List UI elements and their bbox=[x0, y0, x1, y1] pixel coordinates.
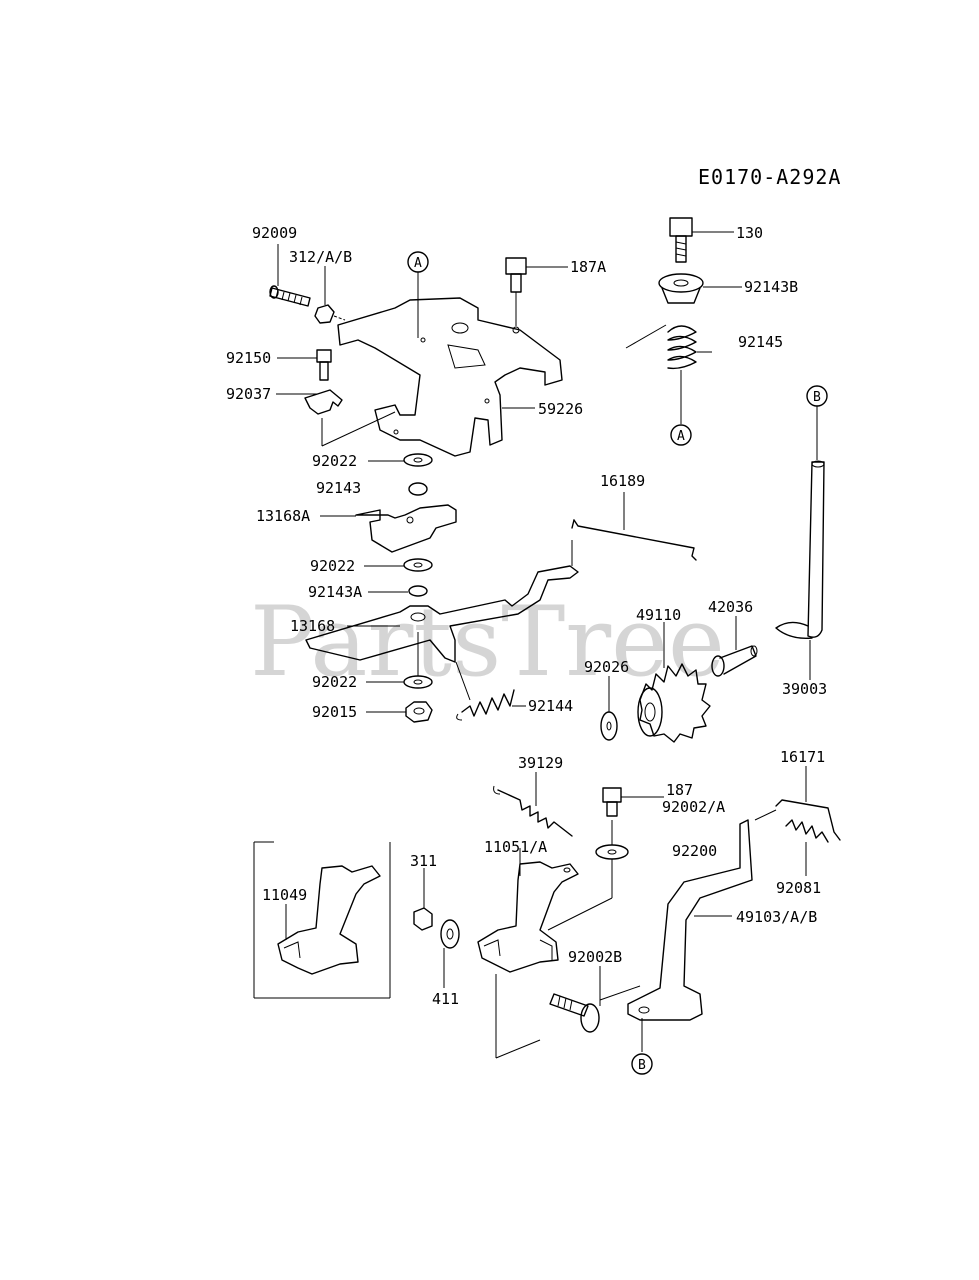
lever-13168 bbox=[305, 540, 579, 663]
bracket-13168a bbox=[355, 504, 457, 553]
label-92015: 92015 bbox=[312, 703, 357, 721]
label-92022-c: 92022 bbox=[312, 673, 357, 691]
label-187: 187 bbox=[666, 781, 693, 799]
pin-42036 bbox=[711, 645, 758, 677]
washer-92022-a bbox=[403, 453, 433, 467]
bushing-92143b bbox=[658, 273, 704, 304]
label-92022-b: 92022 bbox=[310, 557, 355, 575]
nut-312 bbox=[314, 304, 335, 324]
label-187a: 187A bbox=[570, 258, 606, 276]
label-11051: 11051/A bbox=[484, 838, 547, 856]
watermark-text: PartsTree bbox=[250, 586, 725, 698]
nut-311 bbox=[413, 907, 433, 931]
label-11049: 11049 bbox=[262, 886, 307, 904]
label-42036: 42036 bbox=[708, 598, 753, 616]
pin-92002b bbox=[549, 993, 600, 1033]
bracket-plate-59226 bbox=[337, 297, 563, 457]
inset-box-11049 bbox=[253, 841, 391, 999]
ref-marker-b-bottom: B bbox=[631, 1053, 653, 1075]
label-92144: 92144 bbox=[528, 697, 573, 715]
bolt-187a bbox=[505, 257, 527, 293]
lever-11051 bbox=[477, 861, 579, 973]
spring-92081 bbox=[785, 819, 829, 843]
rod-16171 bbox=[775, 799, 841, 841]
label-92145: 92145 bbox=[738, 333, 783, 351]
bolt-130 bbox=[669, 217, 693, 263]
washer-92002a bbox=[595, 844, 629, 860]
bolt-187 bbox=[602, 787, 622, 817]
bushing-92143a bbox=[408, 585, 428, 597]
washer-92026 bbox=[600, 711, 618, 741]
ref-marker-a-top: A bbox=[407, 251, 429, 273]
clip-92037 bbox=[304, 389, 343, 415]
label-13168: 13168 bbox=[290, 617, 335, 635]
label-92022-a: 92022 bbox=[312, 452, 357, 470]
bolt-92009 bbox=[269, 285, 311, 307]
label-13168a: 13168A bbox=[256, 507, 310, 525]
label-39129: 39129 bbox=[518, 754, 563, 772]
label-92150: 92150 bbox=[226, 349, 271, 367]
svg-text:A: A bbox=[677, 429, 685, 444]
bolt-92150 bbox=[316, 349, 332, 381]
label-92002b: 92002B bbox=[568, 948, 622, 966]
label-92200: 92200 bbox=[672, 842, 717, 860]
label-92143: 92143 bbox=[316, 479, 361, 497]
label-92009: 92009 bbox=[252, 224, 297, 242]
label-311: 311 bbox=[410, 852, 437, 870]
label-49110: 49110 bbox=[636, 606, 681, 624]
label-92002a: 92002/A bbox=[662, 798, 725, 816]
svg-text:B: B bbox=[813, 390, 821, 405]
label-16189: 16189 bbox=[600, 472, 645, 490]
washer-92022-b bbox=[403, 558, 433, 572]
ref-marker-b-top: B bbox=[806, 385, 828, 407]
ref-marker-a-bottom: A bbox=[670, 424, 692, 446]
bushing-92143 bbox=[408, 482, 428, 496]
diagram-code: E0170-A292A bbox=[698, 165, 841, 189]
rod-39003 bbox=[775, 460, 825, 639]
label-92143b: 92143B bbox=[744, 278, 798, 296]
label-59226: 59226 bbox=[538, 400, 583, 418]
lever-49103 bbox=[627, 819, 753, 1021]
spring-39129 bbox=[493, 785, 573, 837]
label-16171: 16171 bbox=[780, 748, 825, 766]
label-92081: 92081 bbox=[776, 879, 821, 897]
washer-411 bbox=[440, 919, 460, 949]
gear-49110 bbox=[637, 663, 711, 743]
nut-92015 bbox=[405, 701, 433, 723]
rod-16189 bbox=[571, 519, 697, 561]
label-411: 411 bbox=[432, 990, 459, 1008]
label-312: 312/A/B bbox=[289, 248, 352, 266]
svg-text:B: B bbox=[638, 1058, 646, 1073]
spring-92145 bbox=[667, 325, 697, 370]
label-130: 130 bbox=[736, 224, 763, 242]
label-92143a: 92143A bbox=[308, 583, 362, 601]
label-92026: 92026 bbox=[584, 658, 629, 676]
label-49103: 49103/A/B bbox=[736, 908, 817, 926]
svg-text:A: A bbox=[414, 256, 422, 271]
label-39003: 39003 bbox=[782, 680, 827, 698]
label-92037: 92037 bbox=[226, 385, 271, 403]
spring-92144 bbox=[456, 689, 515, 721]
